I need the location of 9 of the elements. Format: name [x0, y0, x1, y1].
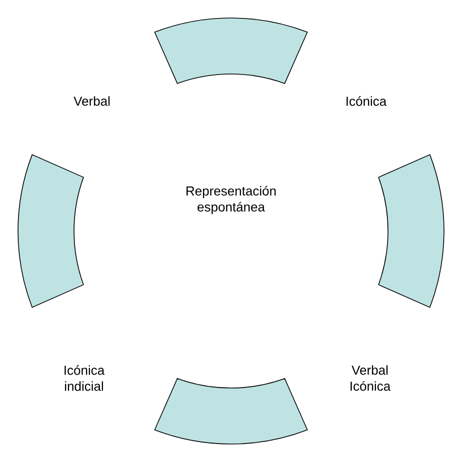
- arc-segment: [18, 154, 84, 308]
- arc-segment: [154, 378, 308, 444]
- label-text: Representación espontánea: [186, 186, 276, 214]
- label-text: Icónica indicial: [64, 365, 105, 391]
- arc-segment: [154, 18, 308, 84]
- label-text: Icónica: [346, 96, 387, 106]
- label-text: Verbal: [74, 96, 110, 106]
- arc-segment: [378, 154, 444, 308]
- label-text: Verbal Icónica: [350, 365, 391, 391]
